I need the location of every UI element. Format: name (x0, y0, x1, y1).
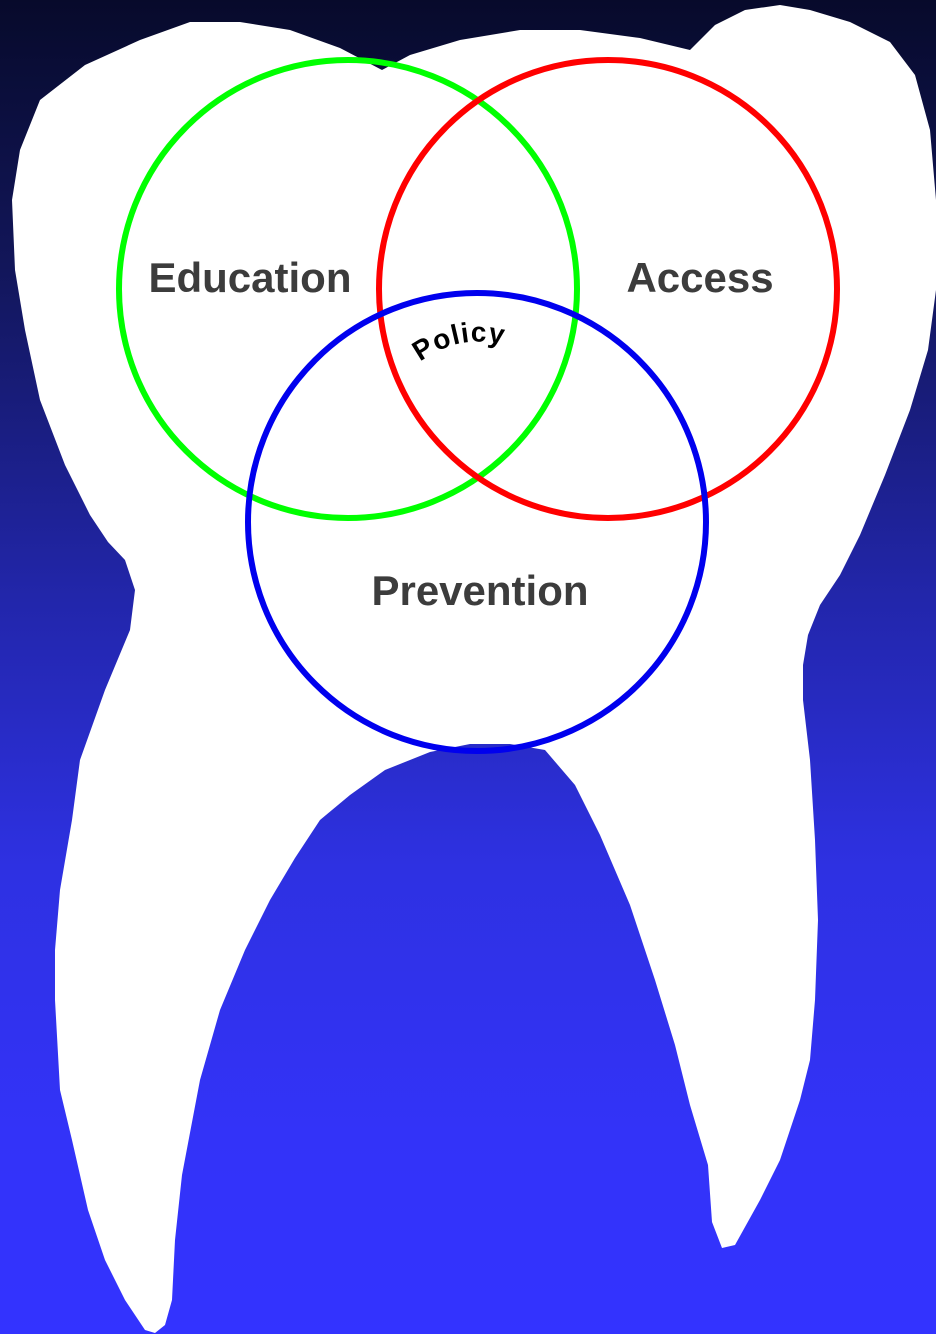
tooth-shape (12, 5, 936, 1333)
prevention-circle (245, 290, 709, 754)
education-label: Education (148, 254, 351, 301)
education-circle (116, 57, 580, 521)
prevention-label: Prevention (371, 567, 588, 614)
access-label: Access (626, 254, 773, 301)
access-circle (376, 57, 840, 521)
